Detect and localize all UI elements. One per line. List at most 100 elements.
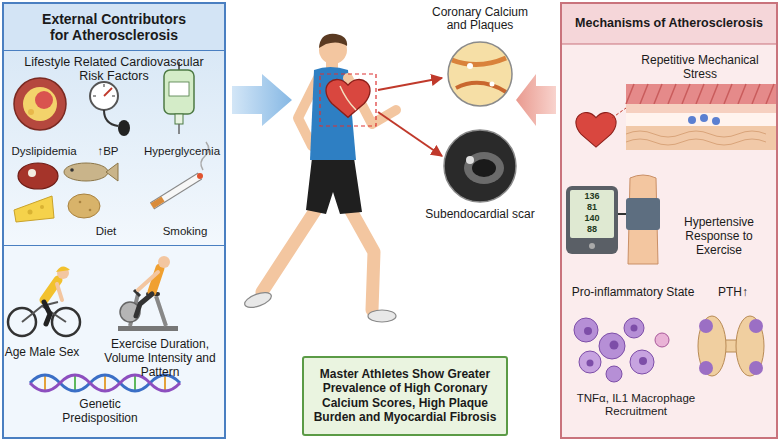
- gauge-icon: [112, 95, 115, 96]
- dna-icon: [44, 376, 46, 390]
- runner-figure: [243, 34, 396, 322]
- iv-bag-icon: [169, 82, 189, 96]
- gauge-icon: [103, 84, 104, 87]
- small-heart: [576, 113, 616, 148]
- gauge-icon: [90, 82, 130, 136]
- right-panel-ground: [562, 44, 776, 45]
- cyclist-icon: [8, 266, 80, 336]
- exercise-bike-icon: [156, 296, 166, 326]
- parathyroid: [736, 316, 764, 376]
- conclusion-text: Master Athletes Show Greater Prevalence …: [310, 367, 500, 425]
- mri-image: [464, 152, 504, 184]
- vessel-wall: [626, 84, 776, 104]
- right-panel-ground: [562, 4, 776, 437]
- mechanism-label: Repetitive Mechanical Stress: [626, 54, 774, 82]
- heart-figure: [320, 74, 376, 126]
- diet-icon: [14, 196, 54, 222]
- exercise-bike-icon: [136, 294, 152, 316]
- gauge-icon: [93, 95, 96, 96]
- calcium-image: [490, 82, 495, 87]
- dna-icon: [104, 376, 106, 390]
- diet-icon: [28, 169, 36, 177]
- diet-icon: [68, 194, 100, 218]
- section-heading: Lifestyle Related Cardiovascular Risk Fa…: [14, 55, 214, 84]
- factor-label: Age Male Sex: [4, 346, 80, 360]
- inflammatory-cells: [574, 318, 669, 382]
- artery-icon: [14, 78, 66, 130]
- runner-figure: [319, 34, 347, 48]
- inflammatory-cells: [574, 318, 598, 342]
- heart-figure: [326, 79, 370, 117]
- iv-bag-icon: [164, 62, 194, 134]
- vessel-wall: [626, 126, 776, 150]
- bp-monitor: [618, 213, 626, 215]
- iv-bag-icon: [178, 124, 180, 134]
- factor-label: Exercise Duration, Volume Intensity and …: [104, 338, 216, 379]
- inflammatory-cells: [584, 327, 592, 335]
- bp-monitor: [570, 190, 614, 238]
- gauge-icon: [118, 120, 130, 136]
- right-panel-ground: [562, 4, 776, 437]
- inflammatory-cells: [655, 333, 669, 347]
- diet-icon: [40, 205, 44, 209]
- parathyroid: [699, 361, 713, 375]
- small-heart: [576, 108, 626, 147]
- small-heart: [612, 108, 626, 118]
- calcium-image: [456, 83, 506, 92]
- exercise-bike-icon: [158, 256, 170, 268]
- diet-icon: [14, 163, 118, 222]
- runner-figure: [368, 310, 396, 322]
- vessel-wall: [626, 104, 776, 113]
- mri-image: [472, 159, 496, 177]
- vessel-wall: [700, 114, 708, 122]
- diet-icon: [64, 163, 108, 181]
- finding-arrows: [378, 112, 442, 156]
- mri-image: [444, 130, 516, 202]
- monitor-reading: 136: [574, 192, 610, 202]
- artery-icon: [14, 78, 66, 130]
- cigarette-icon: [197, 173, 203, 179]
- left-panel-ground: [4, 4, 224, 437]
- bp-monitor: [566, 186, 618, 254]
- diet-icon: [106, 163, 118, 181]
- calcium-image: [448, 42, 512, 106]
- artery-icon: [28, 109, 34, 115]
- cigarette-icon: [152, 176, 200, 206]
- finding-circle: Subendocardial scar: [420, 128, 540, 234]
- gauge-icon: [104, 110, 118, 126]
- runner-figure: [345, 200, 374, 310]
- panel-heading: External Contributors for Atherosclerosi…: [34, 11, 194, 43]
- exercise-bike-icon: [118, 256, 178, 331]
- vessel-wall: [626, 84, 776, 150]
- vessel-wall: [626, 84, 774, 104]
- finding-circle: Coronary Calcium and Plaques: [420, 4, 540, 110]
- parathyroid: [749, 361, 763, 375]
- vessel-wall: [688, 116, 696, 124]
- finding-label: Coronary Calcium and Plaques: [424, 6, 536, 32]
- circle-outline: [444, 130, 516, 202]
- contributors-panel: External Contributors for Atherosclerosi…: [2, 2, 226, 439]
- calcium-image: [467, 63, 473, 69]
- mri-image: [444, 130, 516, 202]
- risk-label: Smoking: [150, 225, 220, 238]
- inflammatory-cells: [587, 360, 594, 367]
- finding-arrows: [378, 78, 442, 156]
- inflammatory-cells: [579, 351, 601, 373]
- dna-icon: [74, 376, 76, 390]
- runner-figure: [306, 158, 362, 214]
- monitor-reading: 81: [574, 203, 610, 213]
- inflammatory-cells: [606, 366, 622, 382]
- heart-figure: [340, 86, 356, 110]
- runner-figure: [262, 200, 322, 292]
- cyclist-icon: [44, 302, 50, 324]
- cyclist-icon: [57, 267, 69, 279]
- inflammatory-cells: [599, 333, 625, 359]
- inflammatory-cells: [630, 350, 654, 374]
- bp-monitor: [566, 175, 660, 264]
- right-panel-ground: [562, 4, 776, 44]
- vessel-wall: [712, 117, 720, 125]
- dna-icon: [134, 376, 136, 390]
- diet-icon: [18, 163, 58, 189]
- artery-icon: [23, 87, 57, 121]
